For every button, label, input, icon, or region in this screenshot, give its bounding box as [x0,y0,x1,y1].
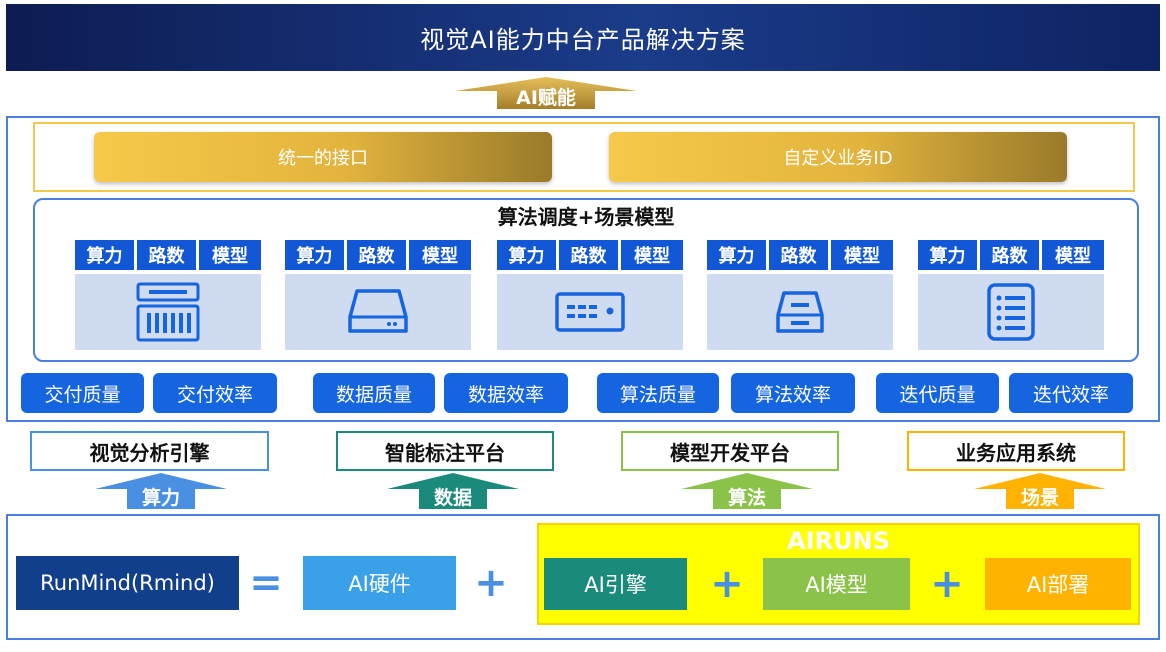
arrow-compute-label: 算力 [141,486,180,509]
unit-tag-model: 模型 [1042,240,1104,270]
server-slot-5 [918,274,1104,350]
server-cabinet-icon [987,283,1035,341]
page-title-banner: 视觉AI能力中台产品解决方案 [6,4,1160,71]
metric-iteration-efficiency: 迭代效率 [1009,373,1133,413]
ai-engine-box: AI引擎 [544,558,687,610]
up-arrow-icon [681,473,813,509]
up-arrow-icon [387,473,519,509]
unit-tag-power: 算力 [285,240,344,270]
up-arrow-icon [974,473,1106,509]
unit-tag-model: 模型 [621,240,683,270]
rack-server-icon [136,282,200,342]
server-slot-3 [497,274,683,350]
custom-business-id-block: 自定义业务ID [609,132,1067,182]
unit-tag-power: 算力 [707,240,766,270]
unit-tag-paths: 路数 [137,240,196,270]
metric-iteration-quality: 迭代质量 [876,373,999,413]
arrow-algorithm-label: 算法 [727,486,766,509]
unit-tag-model: 模型 [199,240,261,270]
ai-empower-label: AI赋能 [516,86,576,109]
metric-algorithm-efficiency: 算法效率 [731,373,855,413]
unit-tag-paths: 路数 [980,240,1039,270]
ai-hardware-box: AI硬件 [303,556,456,610]
platform-business-app: 业务应用系统 [907,431,1125,471]
unit-tag-power: 算力 [75,240,134,270]
formula-frame [6,514,1160,640]
unified-interface-block: 统一的接口 [94,132,552,182]
disk-drive-icon [348,289,408,333]
unit-tag-power: 算力 [497,240,556,270]
metric-data-efficiency: 数据效率 [444,373,568,413]
unit-tag-model: 模型 [831,240,893,270]
plus-sign: + [710,561,744,607]
unit-tag-paths: 路数 [769,240,828,270]
page-title: 视觉AI能力中台产品解决方案 [420,26,746,54]
metric-algorithm-quality: 算法质量 [597,373,719,413]
ai-model-box: AI模型 [763,558,910,610]
airuns-title: AIRUNS [787,527,890,555]
server-slot-2 [285,274,471,350]
runmind-box: RunMind(Rmind) [16,556,239,610]
metric-delivery-efficiency: 交付效率 [153,373,277,413]
arrow-scenario: 场景 [974,473,1106,509]
unit-tag-paths: 路数 [347,240,406,270]
unit-tag-paths: 路数 [559,240,618,270]
arrow-compute: 算力 [95,473,227,509]
platform-annotation: 智能标注平台 [336,431,554,471]
ai-empower-arrow: AI赋能 [455,77,637,109]
platform-model-dev: 模型开发平台 [621,431,839,471]
up-arrow-icon [455,77,637,109]
unified-interface-label: 统一的接口 [278,148,368,169]
up-arrow-icon [95,473,227,509]
network-switch-icon [555,292,625,332]
unit-tag-model: 模型 [409,240,471,270]
arrow-algorithm: 算法 [681,473,813,509]
arrow-data: 数据 [387,473,519,509]
scheduling-frame [33,198,1139,362]
platform-vision-engine: 视觉分析引擎 [30,431,269,471]
arrow-scenario-label: 场景 [1020,486,1059,509]
plus-sign: + [474,560,508,606]
ai-deploy-box: AI部署 [985,558,1131,610]
plus-sign: + [930,561,964,607]
custom-business-id-label: 自定义业务ID [783,148,893,169]
metric-data-quality: 数据质量 [313,373,435,413]
interface-frame [33,122,1135,192]
unit-tag-power: 算力 [918,240,977,270]
arrow-data-label: 数据 [433,486,472,509]
storage-device-icon [776,291,824,333]
metric-delivery-quality: 交付质量 [21,373,144,413]
scheduling-title: 算法调度+场景模型 [497,204,675,229]
capability-frame [6,116,1160,422]
equals-sign: = [249,560,283,606]
server-slot-1 [75,274,261,350]
server-slot-4 [707,274,893,350]
